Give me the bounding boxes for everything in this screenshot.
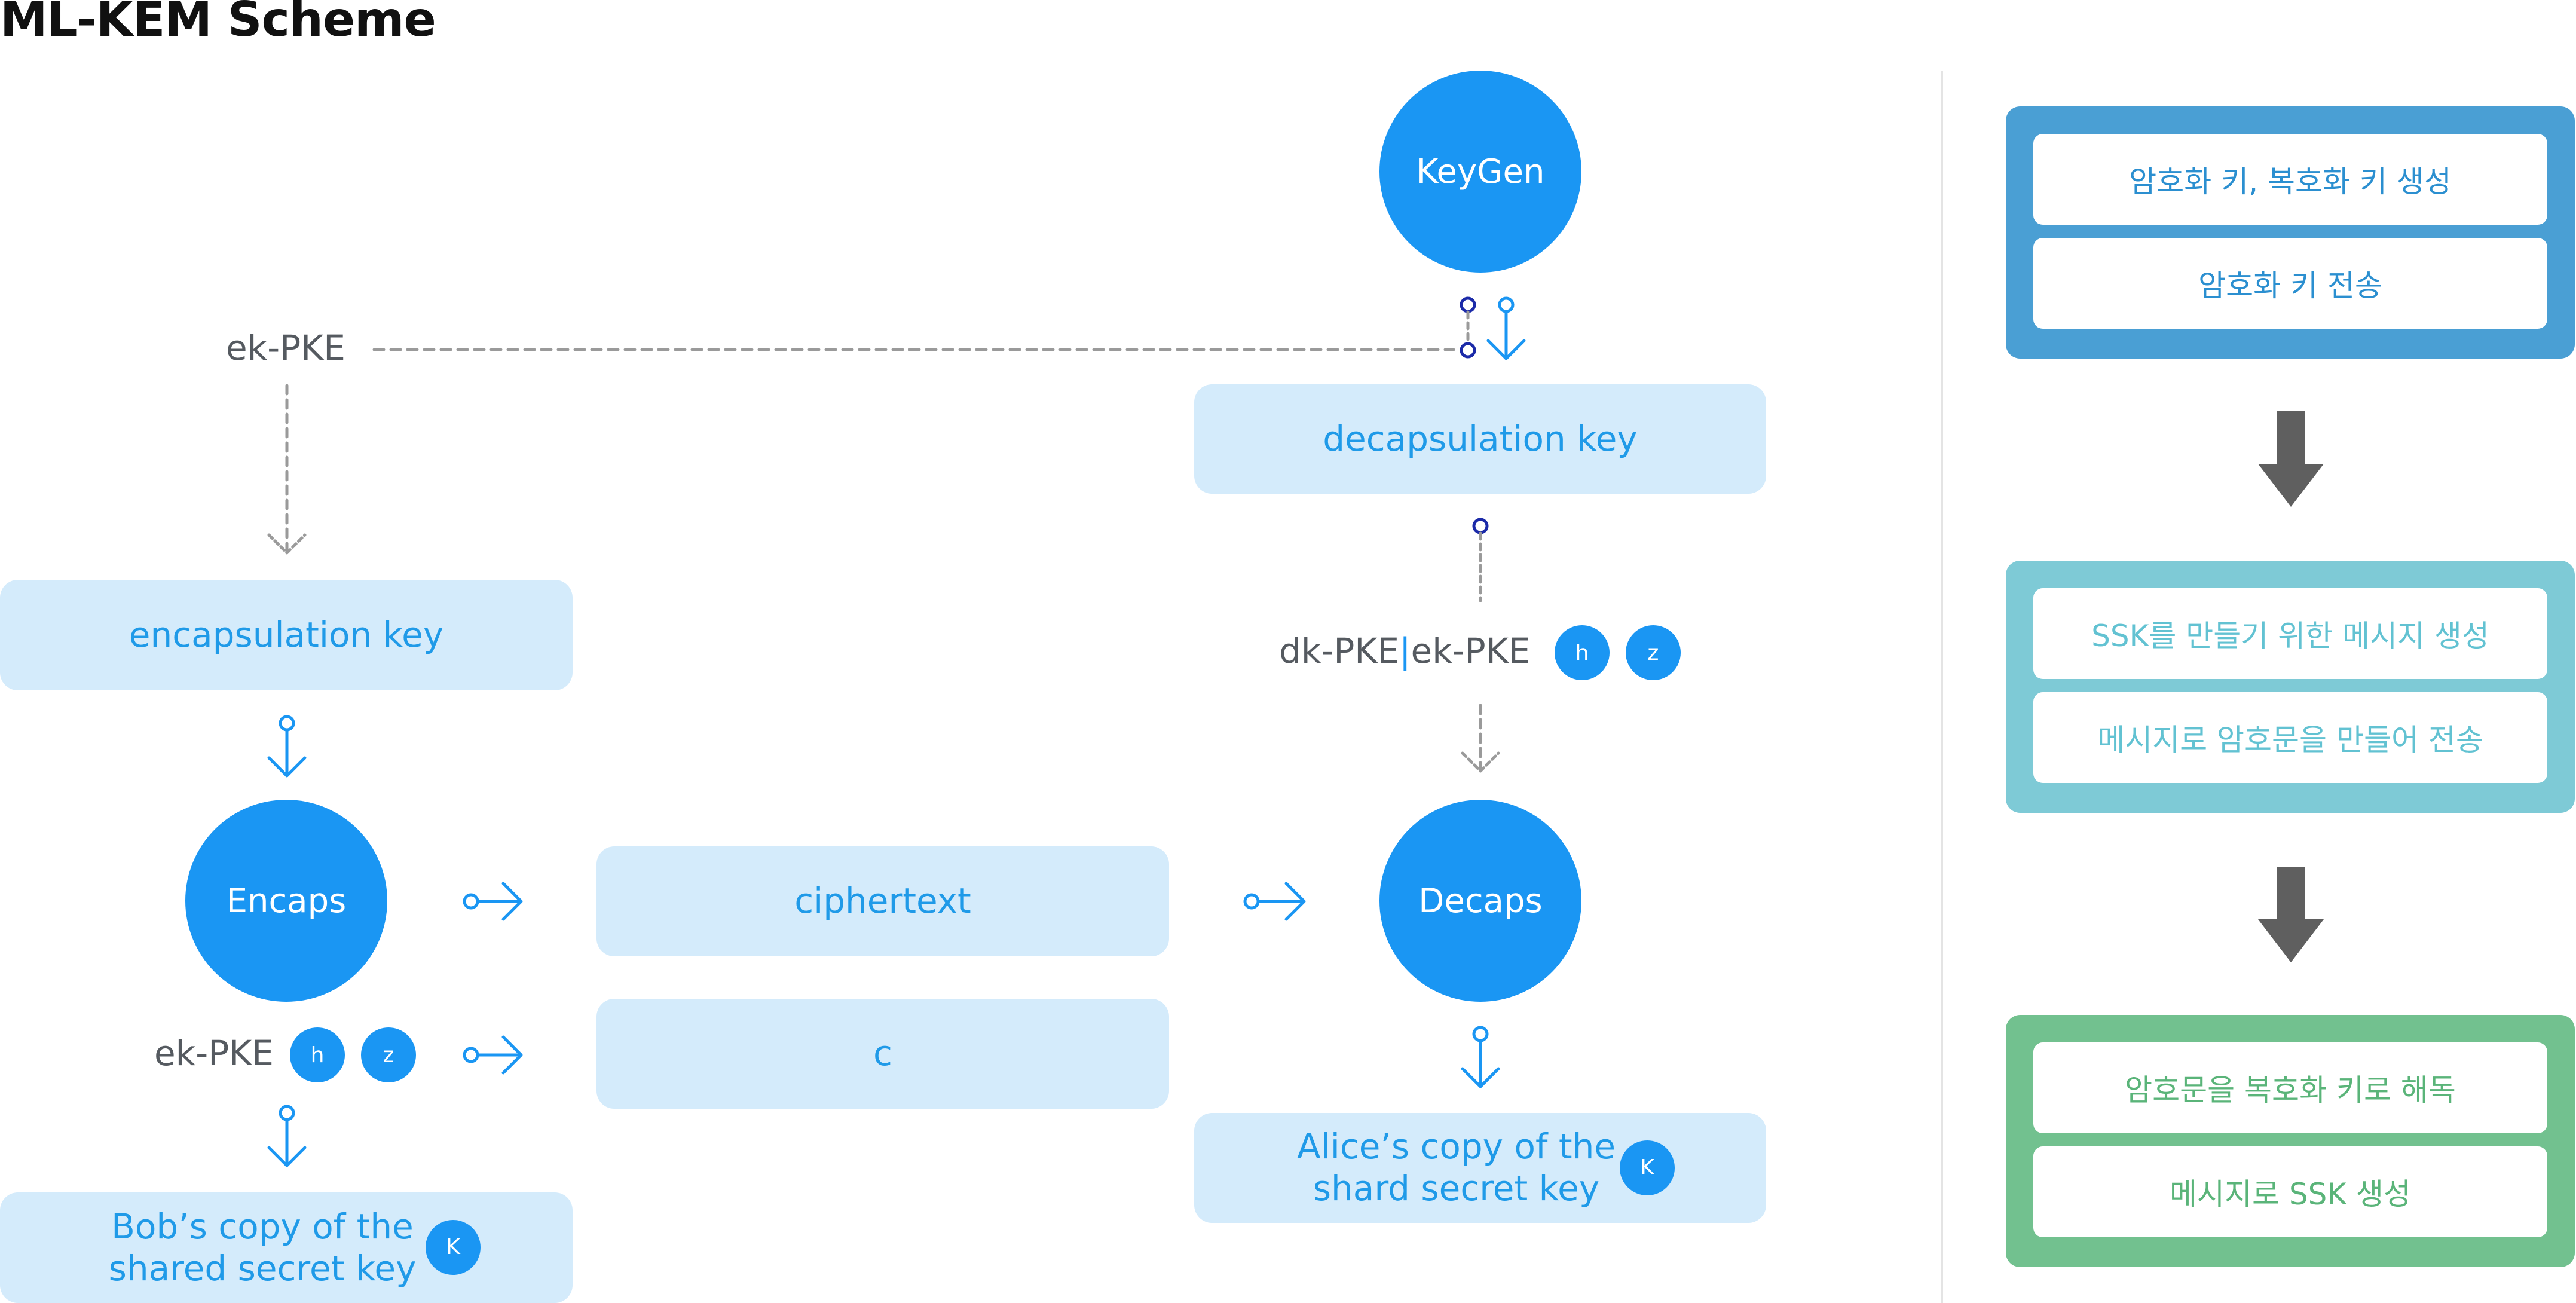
connector-node bbox=[1460, 342, 1476, 359]
arrow-origin-dot bbox=[1243, 893, 1260, 910]
bob-shared-key-text: Bob’s copy of the shared secret key bbox=[109, 1206, 417, 1289]
decaps-node: Decaps bbox=[1379, 800, 1581, 1002]
encaps-right-arrow bbox=[476, 882, 523, 921]
arrow-origin-dot bbox=[279, 1105, 295, 1121]
arrow-origin-dot bbox=[1472, 1026, 1489, 1042]
decaps-z-badge: z bbox=[1626, 625, 1681, 680]
decaps-h-badge: h bbox=[1555, 625, 1610, 680]
step-panel-3: 암호문을 복호화 키로 해독 메시지로 SSK 생성 bbox=[2006, 1015, 2575, 1267]
step-panel-2: SSK를 만들기 위한 메시지 생성 메시지로 암호문을 만들어 전송 bbox=[2006, 561, 2575, 813]
arrow-origin-dot bbox=[463, 1047, 479, 1063]
connector-node bbox=[1460, 296, 1476, 313]
alice-shared-key-text: Alice’s copy of the shard secret key bbox=[1297, 1126, 1616, 1209]
c-box: c bbox=[596, 999, 1169, 1109]
pke-separator: | bbox=[1399, 631, 1411, 671]
step-panel-1: 암호화 키, 복호화 키 생성 암호화 키 전송 bbox=[2006, 106, 2575, 359]
keygen-down-arrow bbox=[1486, 310, 1526, 360]
bob-key-line2: shared secret key bbox=[108, 1247, 417, 1289]
arrow-origin-dot bbox=[463, 893, 479, 910]
bob-k-badge: K bbox=[426, 1220, 481, 1275]
arrow-origin-dot bbox=[1498, 296, 1515, 313]
dk-pke-text: dk-PKE bbox=[1279, 631, 1399, 671]
decaps-down-arrow bbox=[1461, 1039, 1500, 1088]
step3-item-1: 암호문을 복호화 키로 해독 bbox=[2033, 1042, 2547, 1133]
inputs-right-arrow bbox=[476, 1035, 523, 1075]
ciphertext-right-arrow bbox=[1257, 882, 1306, 921]
alice-key-line2: shard secret key bbox=[1313, 1168, 1600, 1209]
encaps-z-badge: z bbox=[361, 1027, 416, 1082]
bob-key-line1: Bob’s copy of the bbox=[111, 1206, 414, 1247]
step1-item-2: 암호화 키 전송 bbox=[2033, 238, 2547, 329]
ek-pke-top-label: ek-PKE bbox=[226, 328, 345, 368]
step-down-arrow-icon bbox=[2258, 411, 2324, 507]
step2-item-2: 메시지로 암호문을 만들어 전송 bbox=[2033, 692, 2547, 783]
bob-shared-key-box: Bob’s copy of the shared secret key K bbox=[0, 1192, 573, 1303]
section-divider bbox=[1941, 71, 1943, 1303]
encapsulation-key-box: encapsulation key bbox=[0, 580, 573, 690]
bob-down-arrow bbox=[267, 1118, 307, 1167]
step3-item-2: 메시지로 SSK 생성 bbox=[2033, 1146, 2547, 1237]
step-down-arrow-icon bbox=[2258, 867, 2324, 962]
ek-pke-down-head bbox=[267, 533, 307, 555]
page-title: ML-KEM Scheme bbox=[0, 0, 436, 47]
dk-ek-pke-label: dk-PKE|ek-PKE bbox=[1279, 631, 1530, 671]
ek-pke-bottom-label: ek-PKE bbox=[154, 1033, 274, 1073]
connector-node bbox=[1472, 518, 1489, 534]
alice-key-line1: Alice’s copy of the bbox=[1296, 1126, 1616, 1167]
encaps-h-badge: h bbox=[290, 1027, 345, 1082]
dk-pke-down-head bbox=[1461, 751, 1500, 773]
step1-item-1: 암호화 키, 복호화 키 생성 bbox=[2033, 134, 2547, 225]
keygen-node: KeyGen bbox=[1379, 71, 1581, 273]
alice-k-badge: K bbox=[1620, 1140, 1675, 1195]
ciphertext-box: ciphertext bbox=[596, 846, 1169, 956]
alice-shared-key-box: Alice’s copy of the shard secret key K bbox=[1194, 1113, 1766, 1223]
encap-key-down-arrow bbox=[267, 729, 307, 778]
arrow-origin-dot bbox=[279, 715, 295, 732]
decapsulation-key-box: decapsulation key bbox=[1194, 384, 1766, 494]
encaps-node: Encaps bbox=[185, 800, 387, 1002]
step2-item-1: SSK를 만들기 위한 메시지 생성 bbox=[2033, 588, 2547, 679]
ek-pke-text: ek-PKE bbox=[1411, 631, 1531, 671]
